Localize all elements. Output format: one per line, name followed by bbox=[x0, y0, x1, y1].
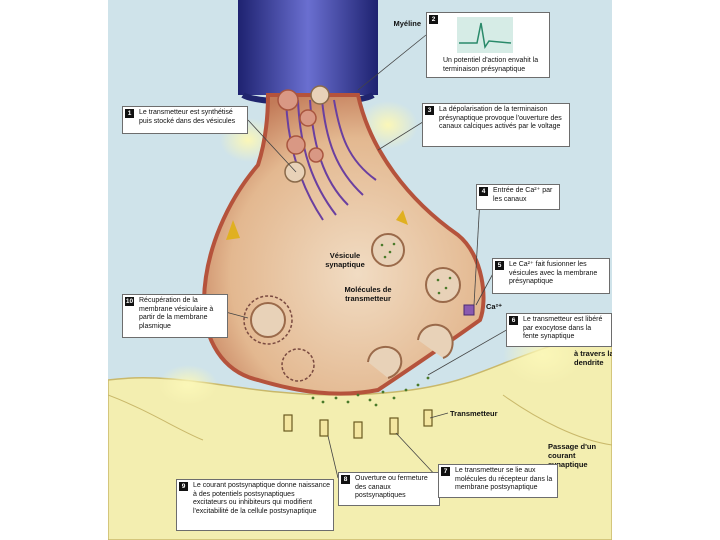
myeline-label: Myéline bbox=[393, 19, 421, 28]
molecules-label: Molécules de transmetteur bbox=[344, 285, 392, 303]
vesicule-label: Vésicule synaptique bbox=[325, 251, 365, 269]
synapse-figure: Myéline Vésicule synaptique Molécules de… bbox=[108, 0, 612, 540]
step-3-callout: 3 La dépolarisation de la terminaison pr… bbox=[422, 103, 570, 147]
step-10-callout: 10 Récupération de la membrane vésiculai… bbox=[122, 294, 228, 338]
step-9-callout: 9 Le courant postsynaptique donne naissa… bbox=[176, 479, 334, 531]
step-5-number: 5 bbox=[495, 261, 504, 270]
a-travers-label: à travers la dendrite bbox=[574, 349, 612, 367]
myelin-sheath bbox=[238, 0, 378, 95]
step-8-text: Ouverture ou fermeture des canaux postsy… bbox=[355, 475, 428, 499]
step-7-callout: 7 Le transmetteur se lie aux molécules d… bbox=[438, 464, 558, 498]
synaptic-vesicles bbox=[250, 233, 461, 338]
step-10-number: 10 bbox=[125, 297, 134, 306]
step-6-number: 6 bbox=[509, 316, 518, 325]
step-2-number: 2 bbox=[429, 15, 438, 24]
step-2-text: Un potentiel d'action envahit la termina… bbox=[443, 57, 539, 73]
step-3-number: 3 bbox=[425, 106, 434, 115]
step-4-callout: 4 Entrée de Ca²⁺ par les canaux bbox=[476, 184, 560, 210]
step-7-text: Le transmetteur se lie aux molécules du … bbox=[455, 467, 553, 491]
transmetteur-label: Transmetteur bbox=[450, 409, 498, 418]
step-9-number: 9 bbox=[179, 482, 188, 491]
step-6-text: Le transmetteur est libéré par exocytose… bbox=[523, 316, 603, 340]
step-10-text: Récupération de la membrane vésiculaire … bbox=[139, 297, 214, 330]
step-5-callout: 5 Le Ca²⁺ fait fusionner les vésicules a… bbox=[492, 258, 610, 294]
ca-label: Ca²⁺ bbox=[486, 302, 503, 311]
passage-label: Passage d'un courant synaptique bbox=[548, 442, 597, 469]
action-potential-icon bbox=[457, 17, 513, 53]
step-3-text: La dépolarisation de la terminaison prés… bbox=[439, 106, 562, 130]
step-6-callout: 6 Le transmetteur est libéré par exocyto… bbox=[506, 313, 612, 347]
step-1-text: Le transmetteur est synthétisé puis stoc… bbox=[139, 109, 236, 125]
step-4-text: Entrée de Ca²⁺ par les canaux bbox=[493, 187, 553, 203]
step-7-number: 7 bbox=[441, 467, 450, 476]
step-2-callout: 2 Un potentiel d'action envahit la termi… bbox=[426, 12, 550, 78]
step-1-callout: 1 Le transmetteur est synthétisé puis st… bbox=[122, 106, 248, 134]
step-9-text: Le courant postsynaptique donne naissanc… bbox=[193, 482, 330, 515]
step-8-callout: 8 Ouverture ou fermeture des canaux post… bbox=[338, 472, 440, 506]
calcium-channel-icon bbox=[463, 304, 475, 316]
step-5-text: Le Ca²⁺ fait fusionner les vésicules ave… bbox=[509, 261, 598, 285]
step-4-number: 4 bbox=[479, 187, 488, 196]
step-1-number: 1 bbox=[125, 109, 134, 118]
postsynaptic-receptors bbox=[283, 409, 433, 439]
step-8-number: 8 bbox=[341, 475, 350, 484]
